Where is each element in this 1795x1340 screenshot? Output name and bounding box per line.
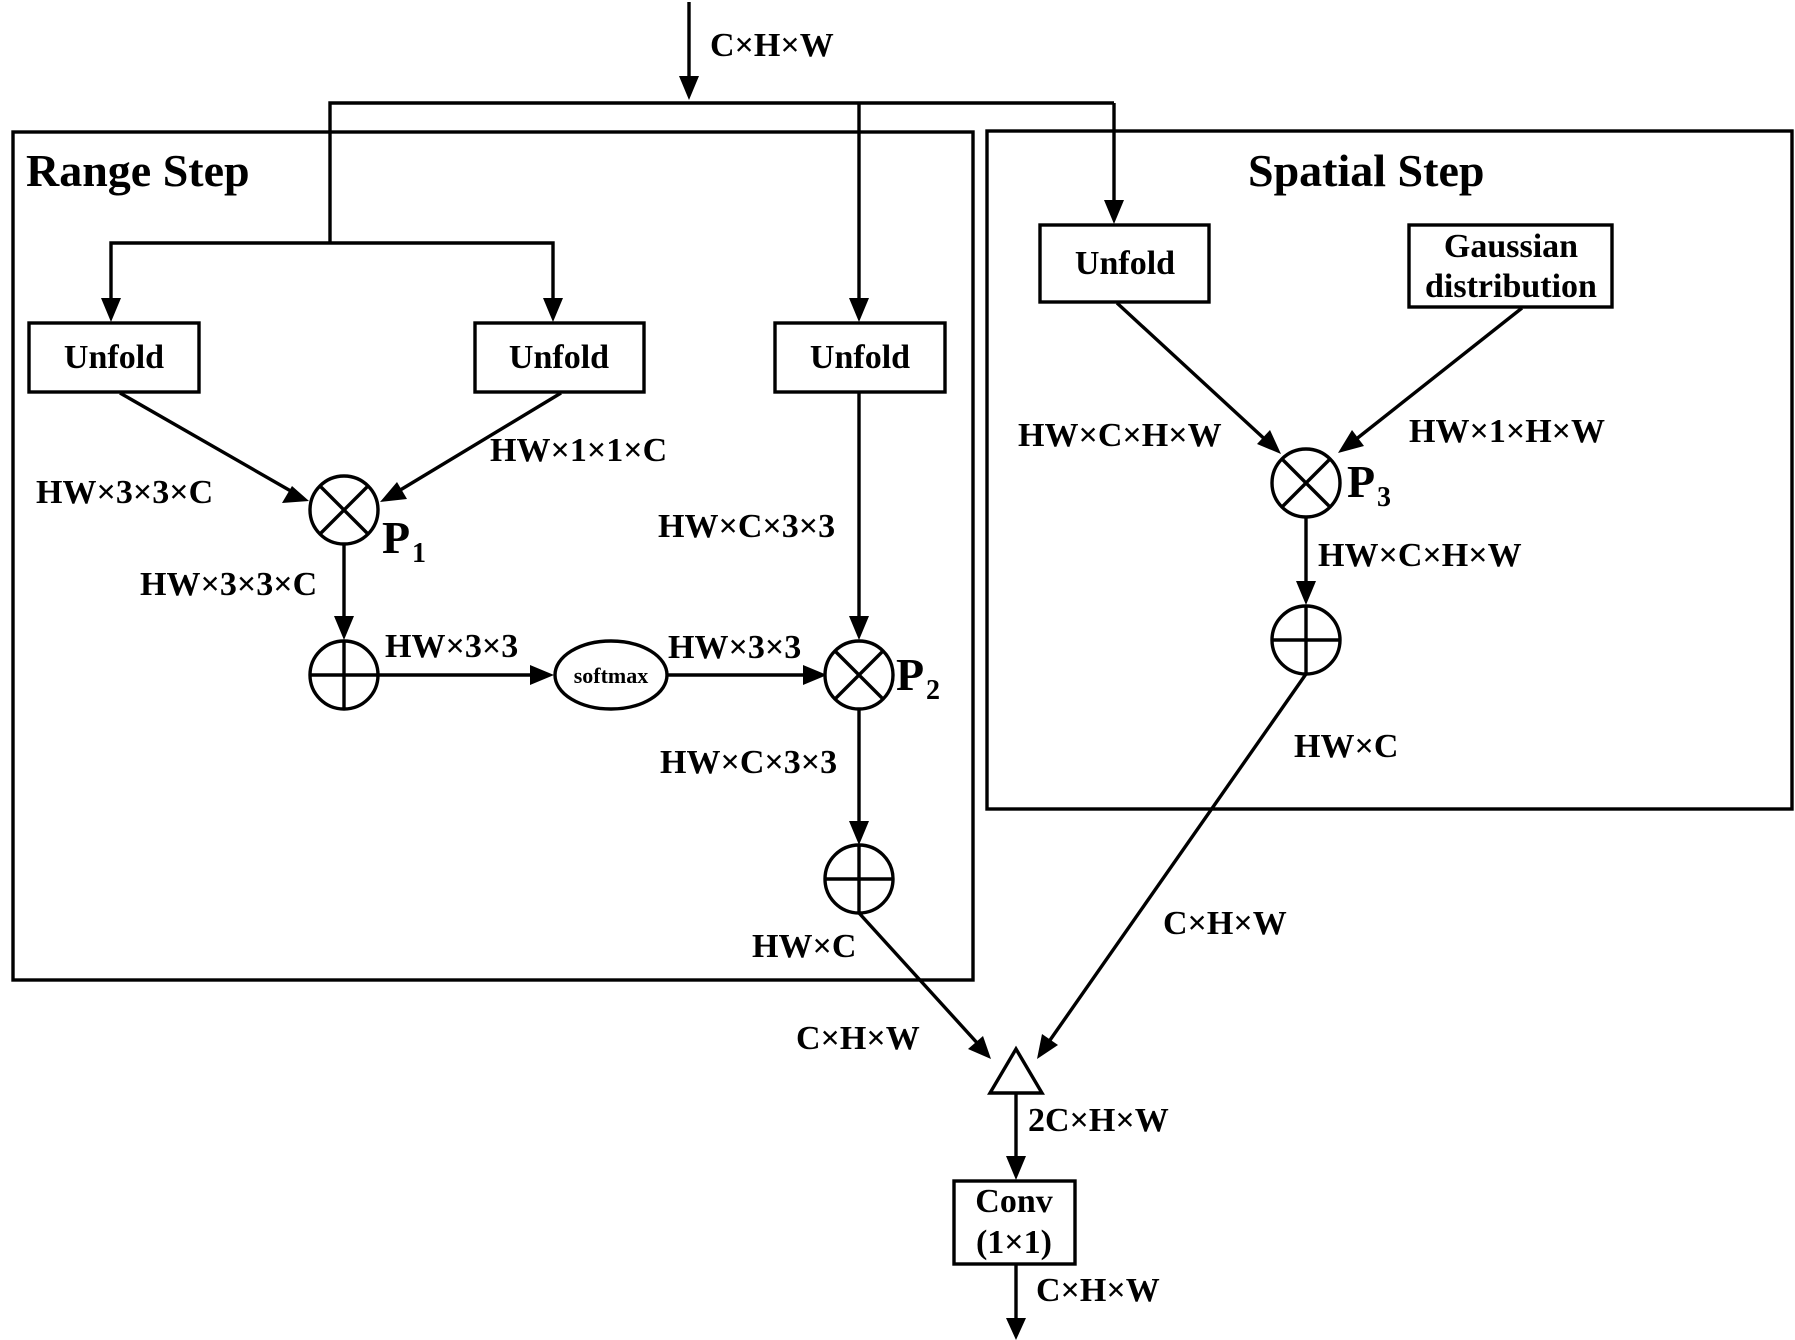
range-unfold-left-label: Unfold — [64, 339, 164, 376]
softmax-to-p2-arrow — [667, 665, 827, 685]
gaussian-label-line2: distribution — [1425, 268, 1597, 305]
range-unfold-left-box: Unfold — [27, 321, 201, 394]
range-unfold-right-label: Unfold — [810, 339, 910, 376]
range-sum-icon — [308, 639, 380, 711]
range-step-title: Range Step — [26, 145, 250, 196]
conv-label-line1: Conv — [975, 1183, 1052, 1220]
softmax-out-dim: HW×3×3 — [668, 629, 801, 666]
gaussian-dim: HW×1×H×W — [1409, 413, 1605, 450]
range-unfold-right-box: Unfold — [773, 321, 947, 394]
to-spatial-unfold-arrow — [1104, 103, 1124, 224]
p3-to-sum-arrow — [1296, 517, 1316, 605]
softmax-node: softmax — [553, 639, 669, 711]
output-arrow — [1006, 1265, 1026, 1340]
p2-subscript: 2 — [926, 675, 940, 706]
range-out-dim: HW×C — [752, 928, 856, 965]
spatial-unfold-label: Unfold — [1075, 245, 1175, 282]
p1-subscript: 1 — [412, 538, 426, 569]
output-dim-label: C×H×W — [1036, 1272, 1160, 1309]
range-step-frame — [11, 130, 975, 982]
to-range-unfold-right-arrow — [849, 103, 869, 322]
to-range-unfold-left-arrow — [101, 298, 121, 322]
spatial-unfold-to-p3-arrow — [1115, 301, 1281, 454]
range-unfold-mid-label: Unfold — [509, 339, 609, 376]
spatial-sum-icon — [1270, 604, 1342, 676]
spatial-step-title: Spatial Step — [1248, 145, 1484, 196]
range-unfold-right-dim: HW×C×3×3 — [658, 508, 835, 545]
range-to-concat-arrow — [857, 911, 991, 1059]
mid-unfold-to-p1-arrow — [380, 391, 562, 502]
softmax-label: softmax — [574, 663, 649, 688]
range-split-bus — [109, 241, 555, 302]
range-unfold-mid-box: Unfold — [473, 321, 646, 394]
spatial-out-dim: HW×C — [1294, 728, 1398, 765]
p3-out-dim: HW×C×H×W — [1318, 537, 1522, 574]
concat-out-dim: 2C×H×W — [1028, 1102, 1169, 1139]
p2-out-dim: HW×C×3×3 — [660, 744, 837, 781]
spatial-unfold-box: Unfold — [1038, 223, 1211, 304]
p2-multiply-icon — [823, 639, 895, 711]
p3-label: P — [1347, 456, 1375, 507]
conv-label-line2: (1×1) — [976, 1224, 1052, 1261]
range-unfold-mid-dim: HW×1×1×C — [490, 432, 667, 469]
gaussian-label-line1: Gaussian — [1444, 228, 1578, 265]
top-bus — [328, 101, 1114, 242]
gaussian-to-p3-arrow — [1338, 306, 1524, 453]
p1-multiply-icon — [308, 474, 380, 546]
spatial-branch-dim: C×H×W — [1163, 905, 1287, 942]
to-range-unfold-mid-arrow — [543, 298, 563, 322]
left-unfold-to-p1-arrow — [119, 391, 309, 503]
gaussian-distribution-box: Gaussian distribution — [1407, 223, 1614, 309]
concat-triangle-icon — [987, 1045, 1045, 1095]
p2-to-sum-arrow — [849, 709, 869, 845]
right-unfold-to-p2-arrow — [849, 393, 869, 640]
range-unfold-left-dim: HW×3×3×C — [36, 474, 213, 511]
p1-to-sum-arrow — [334, 544, 354, 640]
p1-out-dim: HW×3×3×C — [140, 566, 317, 603]
spatial-to-concat-arrow — [1037, 673, 1308, 1059]
spatial-unfold-dim: HW×C×H×W — [1018, 417, 1222, 454]
range-final-sum-icon — [823, 843, 895, 915]
sum-out-dim: HW×3×3 — [385, 628, 518, 665]
input-arrow — [679, 2, 699, 100]
input-dim-label: C×H×W — [710, 27, 834, 64]
p2-label: P — [896, 649, 924, 700]
range-branch-dim: C×H×W — [796, 1020, 920, 1057]
p3-multiply-icon — [1270, 447, 1342, 519]
concat-to-conv-arrow — [1006, 1093, 1026, 1180]
spatial-step-frame — [985, 129, 1794, 811]
conv-1x1-box: Conv (1×1) — [952, 1179, 1077, 1266]
sum-to-softmax-arrow — [378, 665, 554, 685]
p1-label: P — [382, 512, 410, 563]
p3-subscript: 3 — [1377, 482, 1391, 513]
